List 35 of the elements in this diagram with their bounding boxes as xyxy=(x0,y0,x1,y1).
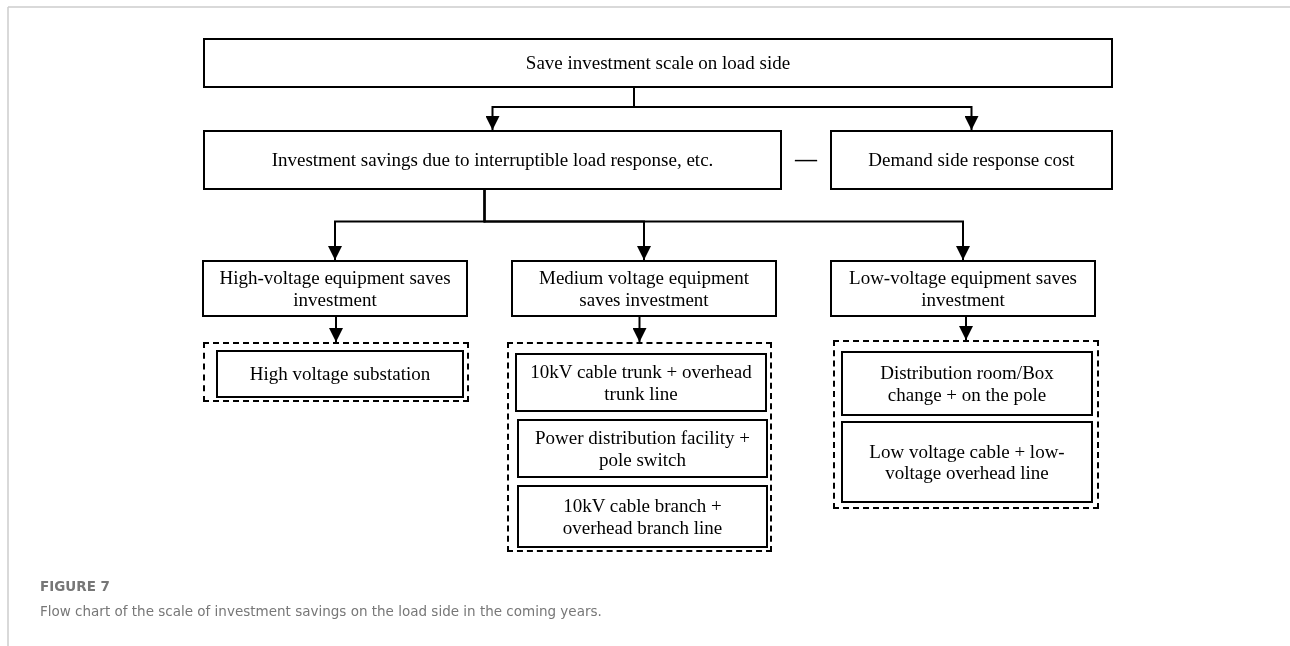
arrow xyxy=(483,189,970,261)
process-box xyxy=(511,260,777,317)
box-text: Low-voltage equipment saves investment xyxy=(848,267,1078,310)
box-text: Investment savings due to interruptible load response, etc. xyxy=(271,149,714,171)
box-text: High-voltage equipment saves investment xyxy=(218,267,452,310)
box-text: 10kV cable trunk + overhead trunk line xyxy=(529,361,753,404)
box-text: Power distribution facility + pole switch xyxy=(534,427,751,470)
minus-sign: — xyxy=(795,146,817,172)
box-text: Distribution room/Box change + on the pole xyxy=(879,362,1055,405)
process-box xyxy=(830,130,1113,190)
arrow xyxy=(633,87,979,131)
figure-number: FIGURE 7 xyxy=(40,578,110,594)
process-box xyxy=(203,38,1113,88)
process-box xyxy=(203,130,782,190)
process-box xyxy=(830,260,1096,317)
process-box xyxy=(515,353,767,412)
dashed-group-box xyxy=(203,342,469,402)
figure-caption: Flow chart of the scale of investment savings on the load side in the coming years. xyxy=(40,603,602,619)
process-box xyxy=(202,260,468,317)
box-text: High voltage substation xyxy=(249,363,431,385)
box-text: 10kV cable branch + overhead branch line xyxy=(561,495,724,538)
process-box xyxy=(216,350,464,398)
process-box xyxy=(517,419,768,478)
arrow xyxy=(632,316,647,343)
box-text: Low voltage cable + low-voltage overhead line xyxy=(868,440,1066,484)
process-box xyxy=(517,485,768,548)
box-text: Demand side response cost xyxy=(868,149,1075,171)
arrow xyxy=(329,316,343,343)
dashed-group-box xyxy=(833,340,1099,509)
arrow xyxy=(959,316,973,341)
process-box xyxy=(841,351,1093,416)
box-text: Medium voltage equipment saves investment xyxy=(538,267,750,310)
process-box xyxy=(841,421,1093,503)
dashed-group-box xyxy=(507,342,772,552)
box-text: Save investment scale on load side xyxy=(525,52,791,74)
